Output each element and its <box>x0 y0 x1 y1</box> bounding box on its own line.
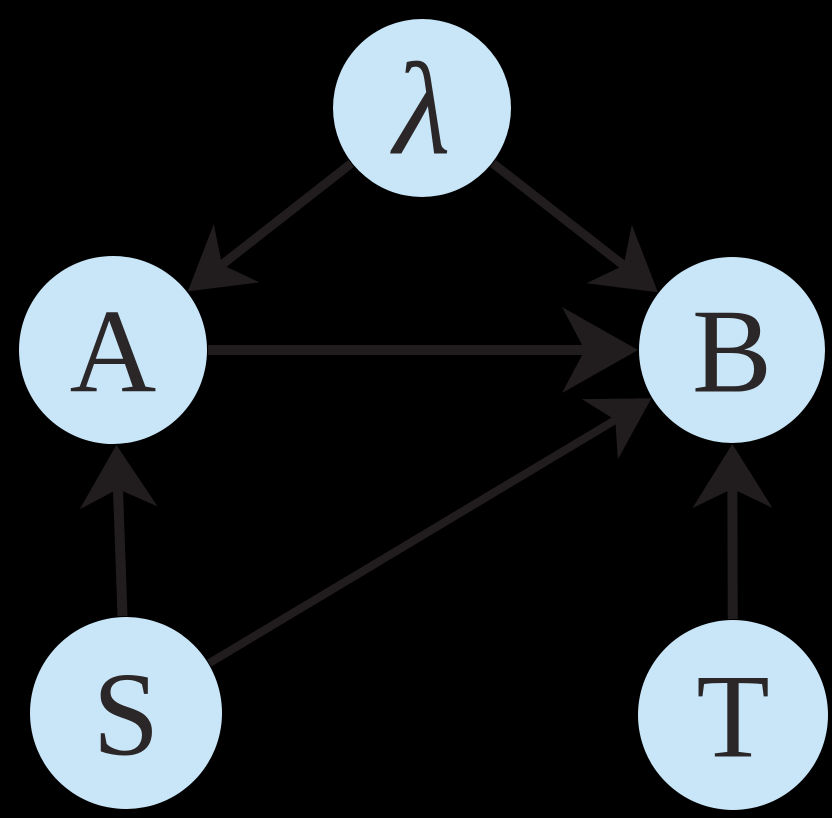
node-label-A: A <box>70 284 157 417</box>
node-label-B: B <box>692 284 772 417</box>
node-circle-A <box>19 256 207 444</box>
edge-lambda-A <box>219 159 354 269</box>
node-label-T: T <box>696 649 769 782</box>
arrowhead-T-B <box>692 444 773 509</box>
node-circle-lambda <box>333 19 511 197</box>
node-label-S: S <box>93 647 160 780</box>
edge-S-B <box>207 416 618 667</box>
node-label-lambda: λ <box>389 36 450 183</box>
node-circle-B <box>639 257 825 443</box>
arrowhead-lambda-B <box>586 224 658 293</box>
edge-lambda-B <box>490 159 627 269</box>
arrowhead-A-B <box>562 307 638 393</box>
arrowhead-lambda-A <box>187 224 260 292</box>
arrowhead-S-A <box>79 444 158 510</box>
node-circle-S <box>30 617 222 809</box>
arrowhead-S-B <box>581 398 652 460</box>
edge-S-A <box>112 488 128 617</box>
node-circle-T <box>638 620 828 810</box>
